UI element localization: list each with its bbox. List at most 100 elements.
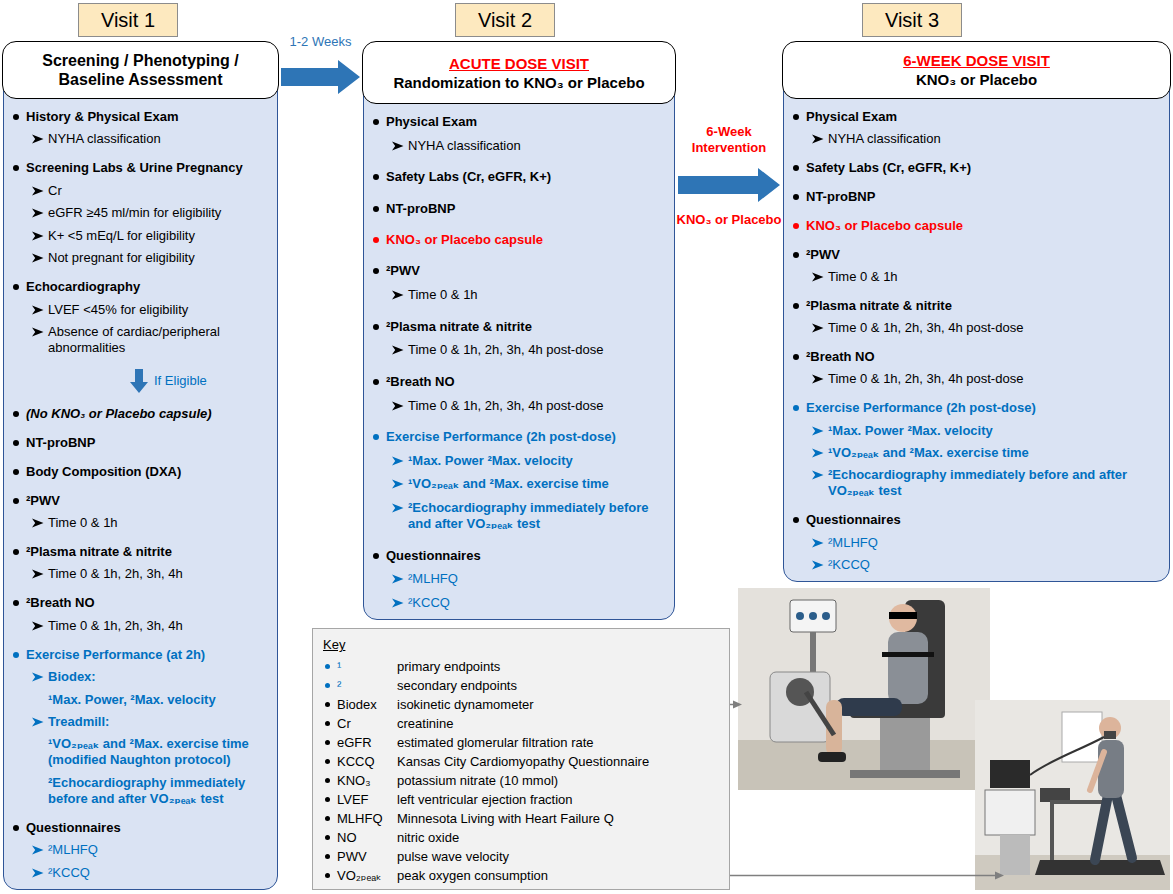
bullet-dot [13, 825, 19, 831]
list-text: ²PWV [386, 263, 420, 278]
key-definition-cell: primary endpoints [397, 657, 500, 676]
list-item: LVEF <45% for eligibility [4, 302, 277, 318]
sample-tube [1030, 737, 1104, 775]
bullet-dot [13, 284, 19, 290]
free-label: KNO₃ or Placebo [677, 212, 782, 227]
arrow-bullet-shape [32, 868, 44, 877]
list-text: ²KCCQ [828, 557, 870, 572]
list-item: Cr [4, 183, 277, 199]
list-text: History & Physical Exam [26, 109, 178, 124]
key-row: NOnitric oxide [323, 828, 719, 847]
key-definition: creatinine [397, 716, 453, 731]
person-shoe [818, 752, 846, 762]
header-text: Screening / Phenotyping / Baseline Asses… [11, 51, 270, 89]
bullet-dot [373, 174, 379, 180]
block-arrow [281, 60, 360, 94]
arrow-bullet [392, 598, 404, 608]
person-arm [1090, 752, 1104, 790]
list-item: Body Composition (DXA) [4, 464, 277, 480]
bullet-dot [793, 165, 799, 171]
screen [990, 760, 1030, 788]
visit-panel: Physical ExamNYHA classificationSafety L… [363, 42, 675, 620]
arrow-bullet-shape [392, 456, 404, 465]
leader-arrowhead [733, 701, 742, 709]
list-item: Time 0 & 1h, 2h, 3h, 4h post-dose [784, 320, 1169, 336]
key-definition: left ventricular ejection fraction [397, 792, 573, 807]
person-torso [1098, 740, 1124, 798]
key-bullet [325, 759, 330, 764]
key-term: ¹ [337, 659, 341, 674]
list-text: LVEF <45% for eligibility [48, 302, 188, 317]
arrow-bullet-shape [392, 346, 404, 355]
key-definition-cell: Kansas City Cardiomyopathy Questionnaire [397, 752, 649, 771]
arrow-bullet [812, 272, 824, 282]
list-text: ²PWV [806, 247, 840, 262]
arrow-bullet-shape [392, 480, 404, 489]
arrow-bullet-shape [32, 254, 44, 263]
list-item: Absence of cardiac/peripheral abnormalit… [4, 324, 277, 356]
arrow-bullet-shape [392, 401, 404, 410]
key-definition: secondary endpoints [397, 678, 517, 693]
list-text: ²KCCQ [48, 865, 90, 880]
list-item: ²MLHFQ [784, 535, 1169, 551]
key-definition-cell: secondary endpoints [397, 676, 517, 695]
key-term-cell: KCCQ [323, 752, 397, 771]
list-text: ²Breath NO [386, 374, 455, 389]
list-text: If Eligible [154, 373, 207, 388]
down-arrow [130, 369, 148, 393]
arrow-bullet [392, 345, 404, 355]
key-definition: primary endpoints [397, 659, 500, 674]
list-item: ²Echocardiography immediately before and… [4, 775, 277, 807]
list-item: Physical Exam [784, 109, 1169, 125]
list-item: Exercise Performance (at 2h) [4, 647, 277, 663]
key-term: Biodex [337, 697, 377, 712]
arrow-bullet-shape [812, 560, 824, 569]
list-item: ²MLHFQ [4, 842, 277, 858]
list-text: ²KCCQ [408, 595, 450, 610]
photo-frame [738, 588, 990, 790]
header-text: Randomization to KNO₃ or Placebo [393, 73, 644, 92]
treadmill-console [1040, 788, 1070, 802]
header-text: ACUTE DOSE VISIT [449, 54, 589, 73]
list-item: ¹Max. Power ²Max. velocity [784, 423, 1169, 439]
arrow-bullet-shape [392, 504, 404, 513]
list-item: NYHA classification [4, 131, 277, 147]
list-text: Questionnaires [26, 820, 121, 835]
list-text: ¹VO₂ₚₑₐₖ and ²Max. exercise time [408, 476, 609, 491]
key-definition-cell: Minnesota Living with Heart Failure Q [397, 809, 614, 828]
arrow-bullet-shape [392, 141, 404, 150]
arrow-bullet [392, 141, 404, 151]
arrow-bullet [392, 479, 404, 489]
list-item: ²KCCQ [4, 865, 277, 881]
key-definition: peak oxygen consumption [397, 868, 548, 883]
bullet-dot [793, 114, 799, 120]
header-box: 6-WEEK DOSE VISITKNO₃ or Placebo [782, 41, 1171, 99]
visit-panel: Physical ExamNYHA classificationSafety L… [783, 42, 1170, 582]
arrow-bullet [32, 305, 44, 315]
key-definition: nitric oxide [397, 830, 459, 845]
list-item: Questionnaires [784, 512, 1169, 528]
list-item: ¹VO₂ₚₑₐₖ and ²Max. exercise time [784, 445, 1169, 461]
list-text: Echocardiography [26, 279, 140, 294]
list-text: ²Breath NO [806, 349, 875, 364]
down-arrow-shape [130, 369, 148, 393]
arrow-bullet-shape [812, 324, 824, 333]
list-text: Safety Labs (Cr, eGFR, K+) [386, 169, 551, 184]
list-text: Treadmill: [48, 714, 109, 729]
bullet-dot [13, 165, 19, 171]
list-text: Physical Exam [386, 114, 477, 129]
tab-label: Visit 2 [478, 9, 532, 32]
person-leg [1116, 795, 1132, 858]
arrow-bullet [32, 327, 44, 337]
list-text: KNO₃ or Placebo capsule [386, 232, 543, 247]
arrow-bullet [392, 503, 404, 513]
arrow-bullet [32, 253, 44, 263]
arrow-bullet-shape [812, 426, 824, 435]
arrow-bullet [812, 374, 824, 384]
arrow-bullet-shape [32, 327, 44, 336]
arrow-bullet [392, 290, 404, 300]
list-text: Safety Labs (Cr, eGFR, K+) [806, 160, 971, 175]
list-text: Exercise Performance (2h post-dose) [806, 400, 1036, 415]
list-item: Time 0 & 1h [784, 269, 1169, 285]
